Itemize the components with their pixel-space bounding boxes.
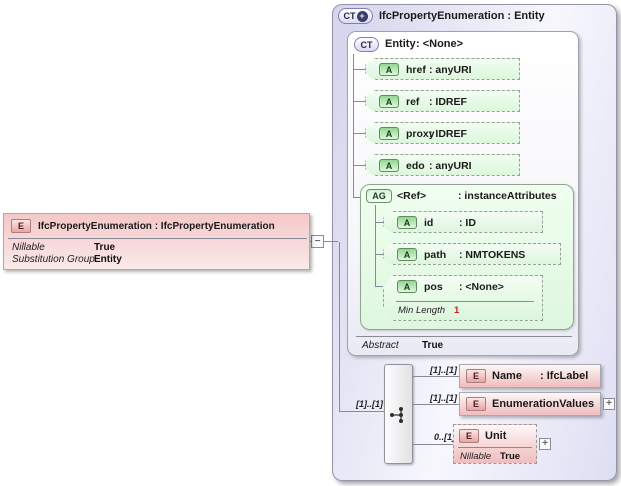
- facet-value: 1: [454, 305, 460, 316]
- attribute-tag-pos: A pos : <None> Min Length 1: [383, 275, 543, 321]
- attribute-icon: A: [379, 95, 399, 108]
- complex-type-icon-label: CT: [343, 11, 356, 21]
- element-box-unit[interactable]: E Unit Nillable True: [453, 424, 537, 464]
- ct-icon: CT: [354, 37, 379, 52]
- abstract-label: Abstract: [362, 340, 399, 351]
- complex-type-panel: CT+ IfcPropertyEnumeration : Entity CT E…: [332, 4, 617, 481]
- attribute-icon: A: [397, 280, 417, 293]
- attribute-icon: A: [397, 216, 417, 229]
- attribute-type: : ID: [459, 217, 476, 229]
- derived-plus-icon: +: [356, 10, 368, 22]
- attribute-tag-id: A id : ID: [383, 211, 543, 233]
- attribute-tag-edo: A edo : anyURI: [365, 154, 520, 176]
- attribute-type: : IDREF: [429, 96, 467, 108]
- attribute-type: : anyURI: [429, 64, 472, 76]
- attribute-tag-href: A href : anyURI: [365, 58, 520, 80]
- attribute-icon: A: [397, 248, 417, 261]
- attribute-tag-path: A path : NMTOKENS: [383, 243, 561, 265]
- connector-line: [353, 69, 365, 70]
- footer-divider: [356, 336, 572, 337]
- attribute-name: proxy: [406, 128, 435, 140]
- sequence-compositor: [384, 364, 413, 464]
- base-type-name: Entity: [385, 38, 416, 50]
- attribute-tag-ref: A ref : IDREF: [365, 90, 520, 112]
- nillable-value: True: [94, 242, 116, 253]
- element-icon: E: [466, 369, 486, 383]
- attribute-trunk-line: [353, 54, 354, 197]
- expand-button-unit[interactable]: +: [539, 438, 551, 450]
- connector-line: [413, 376, 459, 377]
- attribute-group-icon: AG: [366, 189, 392, 203]
- connector-line: [353, 101, 365, 102]
- element-box-ifcpropertyenumeration[interactable]: E IfcPropertyEnumeration : IfcPropertyEn…: [3, 213, 310, 270]
- connector-line: [375, 286, 383, 287]
- expand-button-enumerationvalues[interactable]: +: [603, 398, 615, 410]
- connector-line: [339, 411, 384, 412]
- nillable-label: Nillable: [12, 242, 45, 253]
- element-icon: E: [459, 429, 479, 443]
- element-name: Unit: [485, 430, 507, 442]
- connector-line: [413, 444, 453, 445]
- attribute-icon: A: [379, 127, 399, 140]
- attribute-type: : anyURI: [429, 160, 472, 172]
- base-type-box: CT Entity : <None> A href : anyURI A ref…: [347, 31, 579, 356]
- attribute-icon: A: [379, 63, 399, 76]
- attribute-name: pos: [424, 281, 443, 293]
- property-divider: [458, 447, 532, 448]
- attribute-group-name: <Ref>: [397, 190, 427, 202]
- attribute-group-type: : instanceAttributes: [458, 190, 557, 202]
- nillable-label: Nillable: [460, 451, 492, 462]
- element-name: EnumerationValues: [492, 398, 595, 410]
- content-trunk-line: [339, 242, 340, 411]
- element-box-name[interactable]: E Name : IfcLabel: [459, 364, 601, 388]
- attribute-name: id: [424, 217, 434, 229]
- element-title: IfcPropertyEnumeration : IfcPropertyEnum…: [38, 221, 275, 232]
- attribute-name: ref: [406, 96, 420, 108]
- attribute-name: path: [424, 249, 447, 261]
- complex-type-icon: CT+: [338, 8, 373, 24]
- attribute-type: : NMTOKENS: [459, 249, 526, 261]
- facet-label: Min Length: [398, 305, 446, 316]
- connector-line: [375, 254, 383, 255]
- element-name: Name: [492, 370, 522, 382]
- base-type-type: : <None>: [416, 38, 464, 50]
- sequence-icon: [390, 407, 403, 423]
- attribute-group-box: AG <Ref> : instanceAttributes A id : ID …: [360, 184, 574, 330]
- connector-line: [353, 133, 365, 134]
- panel-title: IfcPropertyEnumeration : Entity: [379, 10, 545, 22]
- element-box-enumerationvalues[interactable]: E EnumerationValues: [459, 392, 601, 416]
- substitution-group-label: Substitution Group: [12, 254, 95, 265]
- element-icon: E: [466, 397, 486, 411]
- unit-cardinality: 0..[1]: [433, 432, 455, 442]
- attribute-trunk-line: [375, 205, 376, 286]
- connector-line: [413, 404, 459, 405]
- attribute-icon: A: [379, 159, 399, 172]
- name-cardinality: [1]..[1]: [430, 365, 457, 375]
- attribute-name: href: [406, 64, 426, 76]
- abstract-value: True: [422, 340, 444, 351]
- header-divider: [8, 238, 307, 239]
- attribute-type: : IDREF: [429, 128, 467, 140]
- facet-divider: [396, 301, 534, 302]
- enumerationvalues-cardinality: [1]..[1]: [430, 393, 457, 403]
- connector-line: [375, 222, 383, 223]
- substitution-group-value: Entity: [94, 254, 122, 265]
- nillable-value: True: [500, 451, 521, 462]
- collapse-button[interactable]: −: [311, 235, 324, 248]
- connector-line: [353, 197, 360, 198]
- element-icon: E: [11, 219, 31, 233]
- attribute-type: : <None>: [459, 281, 504, 293]
- connector-line: [353, 165, 365, 166]
- attribute-tag-proxy: A proxy : IDREF: [365, 122, 520, 144]
- element-type-connector-line: [310, 241, 338, 242]
- sequence-cardinality: [1]..[1]: [356, 399, 383, 409]
- attribute-name: edo: [406, 160, 425, 172]
- element-type: : IfcLabel: [540, 370, 589, 382]
